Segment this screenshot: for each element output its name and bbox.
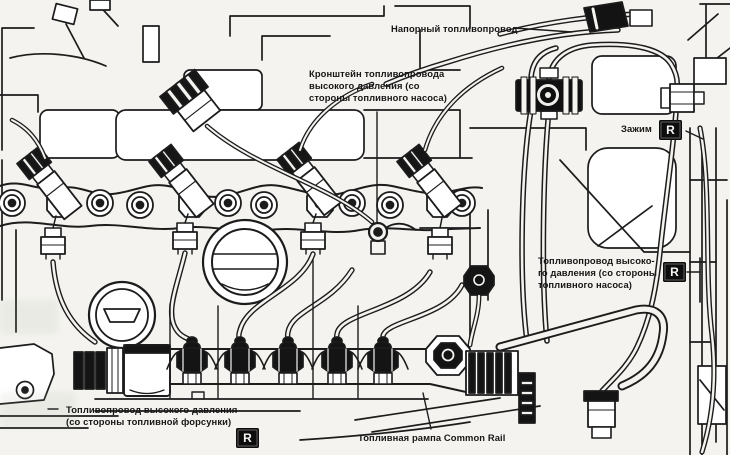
label-hp-pipe-bracket: Кронштейн топливопровода высокого давлен… (309, 68, 447, 103)
rail-outlet-fittings (166, 336, 409, 385)
print-bleed-smudge (0, 300, 58, 334)
pump-fitting (583, 390, 619, 439)
marker-r-pump-side: R (663, 262, 686, 282)
label-clamp: Зажим (621, 123, 652, 134)
pump-hp-pipes (383, 11, 717, 455)
injector-wires (9, 65, 505, 225)
leader-lines (47, 27, 704, 430)
harness-connector (159, 68, 222, 133)
label-common-rail: Топливная рампа Common Rail (358, 432, 506, 443)
coolant-cap (87, 280, 157, 350)
marker-letter: R (670, 265, 679, 279)
rail-pressure-sensor (73, 344, 171, 397)
pipe-bracket (367, 221, 417, 255)
marker-r-clamp: R (659, 120, 682, 140)
injector-hp-pipes (50, 250, 465, 345)
oil-filler-cap (201, 218, 289, 306)
rail-end-connector (425, 265, 536, 424)
marker-letter: R (243, 431, 252, 445)
label-hp-line-pump-side: Топливопровод высоко- го давления (со ст… (538, 255, 657, 290)
marker-r-injector-side: R (236, 428, 259, 448)
union-nut (660, 83, 705, 113)
label-hp-line-injector-side: Топливопровод высокого давления (со стор… (66, 404, 238, 427)
banjo-fittings (40, 213, 453, 260)
pipe-end-cap (583, 1, 653, 33)
print-bleed-smudge (0, 392, 76, 428)
label-pressure-fuel-line: Напорный топливопровод (391, 23, 518, 34)
marker-letter: R (666, 123, 675, 137)
pipe-clamp (515, 67, 583, 120)
